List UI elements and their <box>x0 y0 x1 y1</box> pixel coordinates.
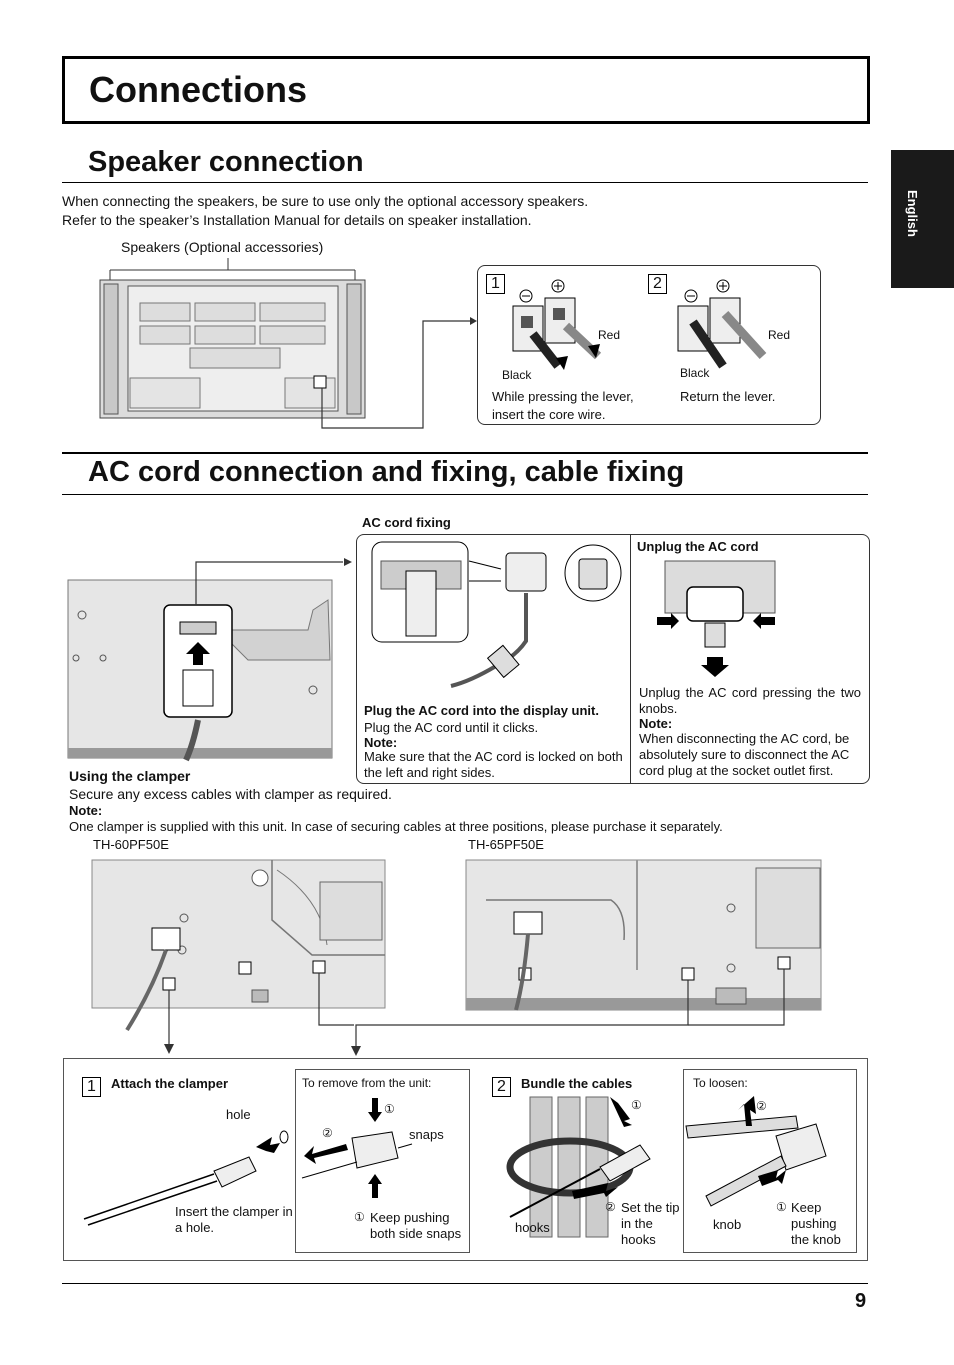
model-60-rear-illustration <box>92 860 387 1060</box>
ac-heading-rule-top <box>62 452 868 454</box>
footer-rule <box>62 1283 868 1284</box>
step-1-red-label: Red <box>598 328 620 342</box>
unplug-note: When disconnecting the AC cord, be absol… <box>639 731 863 779</box>
ac-cord-box: Plug the AC cord into the display unit. … <box>356 534 870 784</box>
bundle-marker-2: ② <box>605 1200 616 1214</box>
speaker-steps-box: 1 Red Black While pressing the lever, in… <box>477 265 821 425</box>
attach-title: Attach the clamper <box>111 1076 228 1092</box>
bundle-title: Bundle the cables <box>521 1076 632 1092</box>
ac-fixing-label: AC cord fixing <box>362 515 451 531</box>
remove-clamper-illustration <box>302 1098 462 1198</box>
bundle-step-number: 2 <box>492 1077 511 1097</box>
clamper-steps-box: 1 Attach the clamper hole Insert the cla… <box>63 1058 868 1261</box>
step-1-caption-2: insert the core wire. <box>492 407 605 423</box>
step-2-black-label: Black <box>680 366 709 380</box>
model-65-rear-illustration <box>466 860 822 1060</box>
step-1-caption-1: While pressing the lever, <box>492 389 634 405</box>
attach-step-number: 1 <box>82 1077 101 1097</box>
ac-box-divider <box>630 535 631 783</box>
step-2-caption: Return the lever. <box>680 389 775 405</box>
step-1-number: 1 <box>486 274 505 294</box>
plug-ac-illustration <box>371 541 621 691</box>
unplug-ac-illustration <box>657 561 857 681</box>
speaker-intro-1: When connecting the speakers, be sure to… <box>62 192 588 211</box>
ac-heading: AC cord connection and fixing, cable fix… <box>88 456 684 489</box>
speaker-heading: Speaker connection <box>88 146 364 179</box>
language-tab-label: English <box>905 190 920 237</box>
remove-title: To remove from the unit: <box>302 1076 431 1090</box>
unplug-title: Unplug the AC cord <box>637 539 759 555</box>
clamper-text: Secure any excess cables with clamper as… <box>69 785 392 804</box>
insert-clamper-text: Insert the clamper in a hole. <box>175 1204 295 1236</box>
knob-label: knob <box>713 1217 741 1233</box>
remove-keep-marker: ① <box>354 1210 365 1224</box>
unplug-text: Unplug the AC cord pressing the two knob… <box>639 685 861 717</box>
model-right-label: TH-65PF50E <box>468 837 544 853</box>
plug-text: Plug the AC cord until it clicks. <box>364 720 538 736</box>
model-left-label: TH-60PF50E <box>93 837 169 853</box>
speaker-connector-arrow <box>320 318 480 430</box>
clamper-note-label: Note: <box>69 803 102 819</box>
loosen-title: To loosen: <box>693 1076 748 1090</box>
remove-box: To remove from the unit: ① ② snaps ① Kee… <box>295 1069 470 1253</box>
set-tip-text: Set the tip in the hooks <box>621 1200 683 1248</box>
language-tab: English <box>891 150 954 288</box>
clamper-note: One clamper is supplied with this unit. … <box>69 819 723 835</box>
page-title-box: Connections <box>62 56 870 124</box>
loosen-clamper-illustration <box>686 1096 854 1206</box>
bundle-marker-1: ① <box>631 1098 642 1112</box>
speaker-callout: Speakers (Optional accessories) <box>121 238 323 257</box>
step-2-number: 2 <box>648 274 667 294</box>
page-number: 9 <box>855 1290 866 1313</box>
ac-rear-panel-illustration <box>68 560 358 760</box>
hooks-label: hooks <box>515 1220 550 1236</box>
step-2-red-label: Red <box>768 328 790 342</box>
loosen-keep-marker: ① <box>776 1200 787 1214</box>
loosen-keep-text: Keep pushing the knob <box>791 1200 855 1248</box>
plug-note: Make sure that the AC cord is locked on … <box>364 749 626 781</box>
speaker-intro-2: Refer to the speaker’s Installation Manu… <box>62 211 532 230</box>
page-title: Connections <box>89 69 307 111</box>
unplug-note-label: Note: <box>639 716 672 732</box>
ac-heading-rule-bottom <box>62 494 868 495</box>
plug-title: Plug the AC cord into the display unit. <box>364 703 599 719</box>
clamper-heading: Using the clamper <box>69 767 190 786</box>
step-1-black-label: Black <box>502 368 531 382</box>
loosen-box: To loosen: ② knob ① Keep pushing the kno… <box>683 1069 857 1253</box>
speaker-heading-rule <box>62 182 868 183</box>
remove-keep-text: Keep pushing both side snaps <box>370 1210 466 1242</box>
